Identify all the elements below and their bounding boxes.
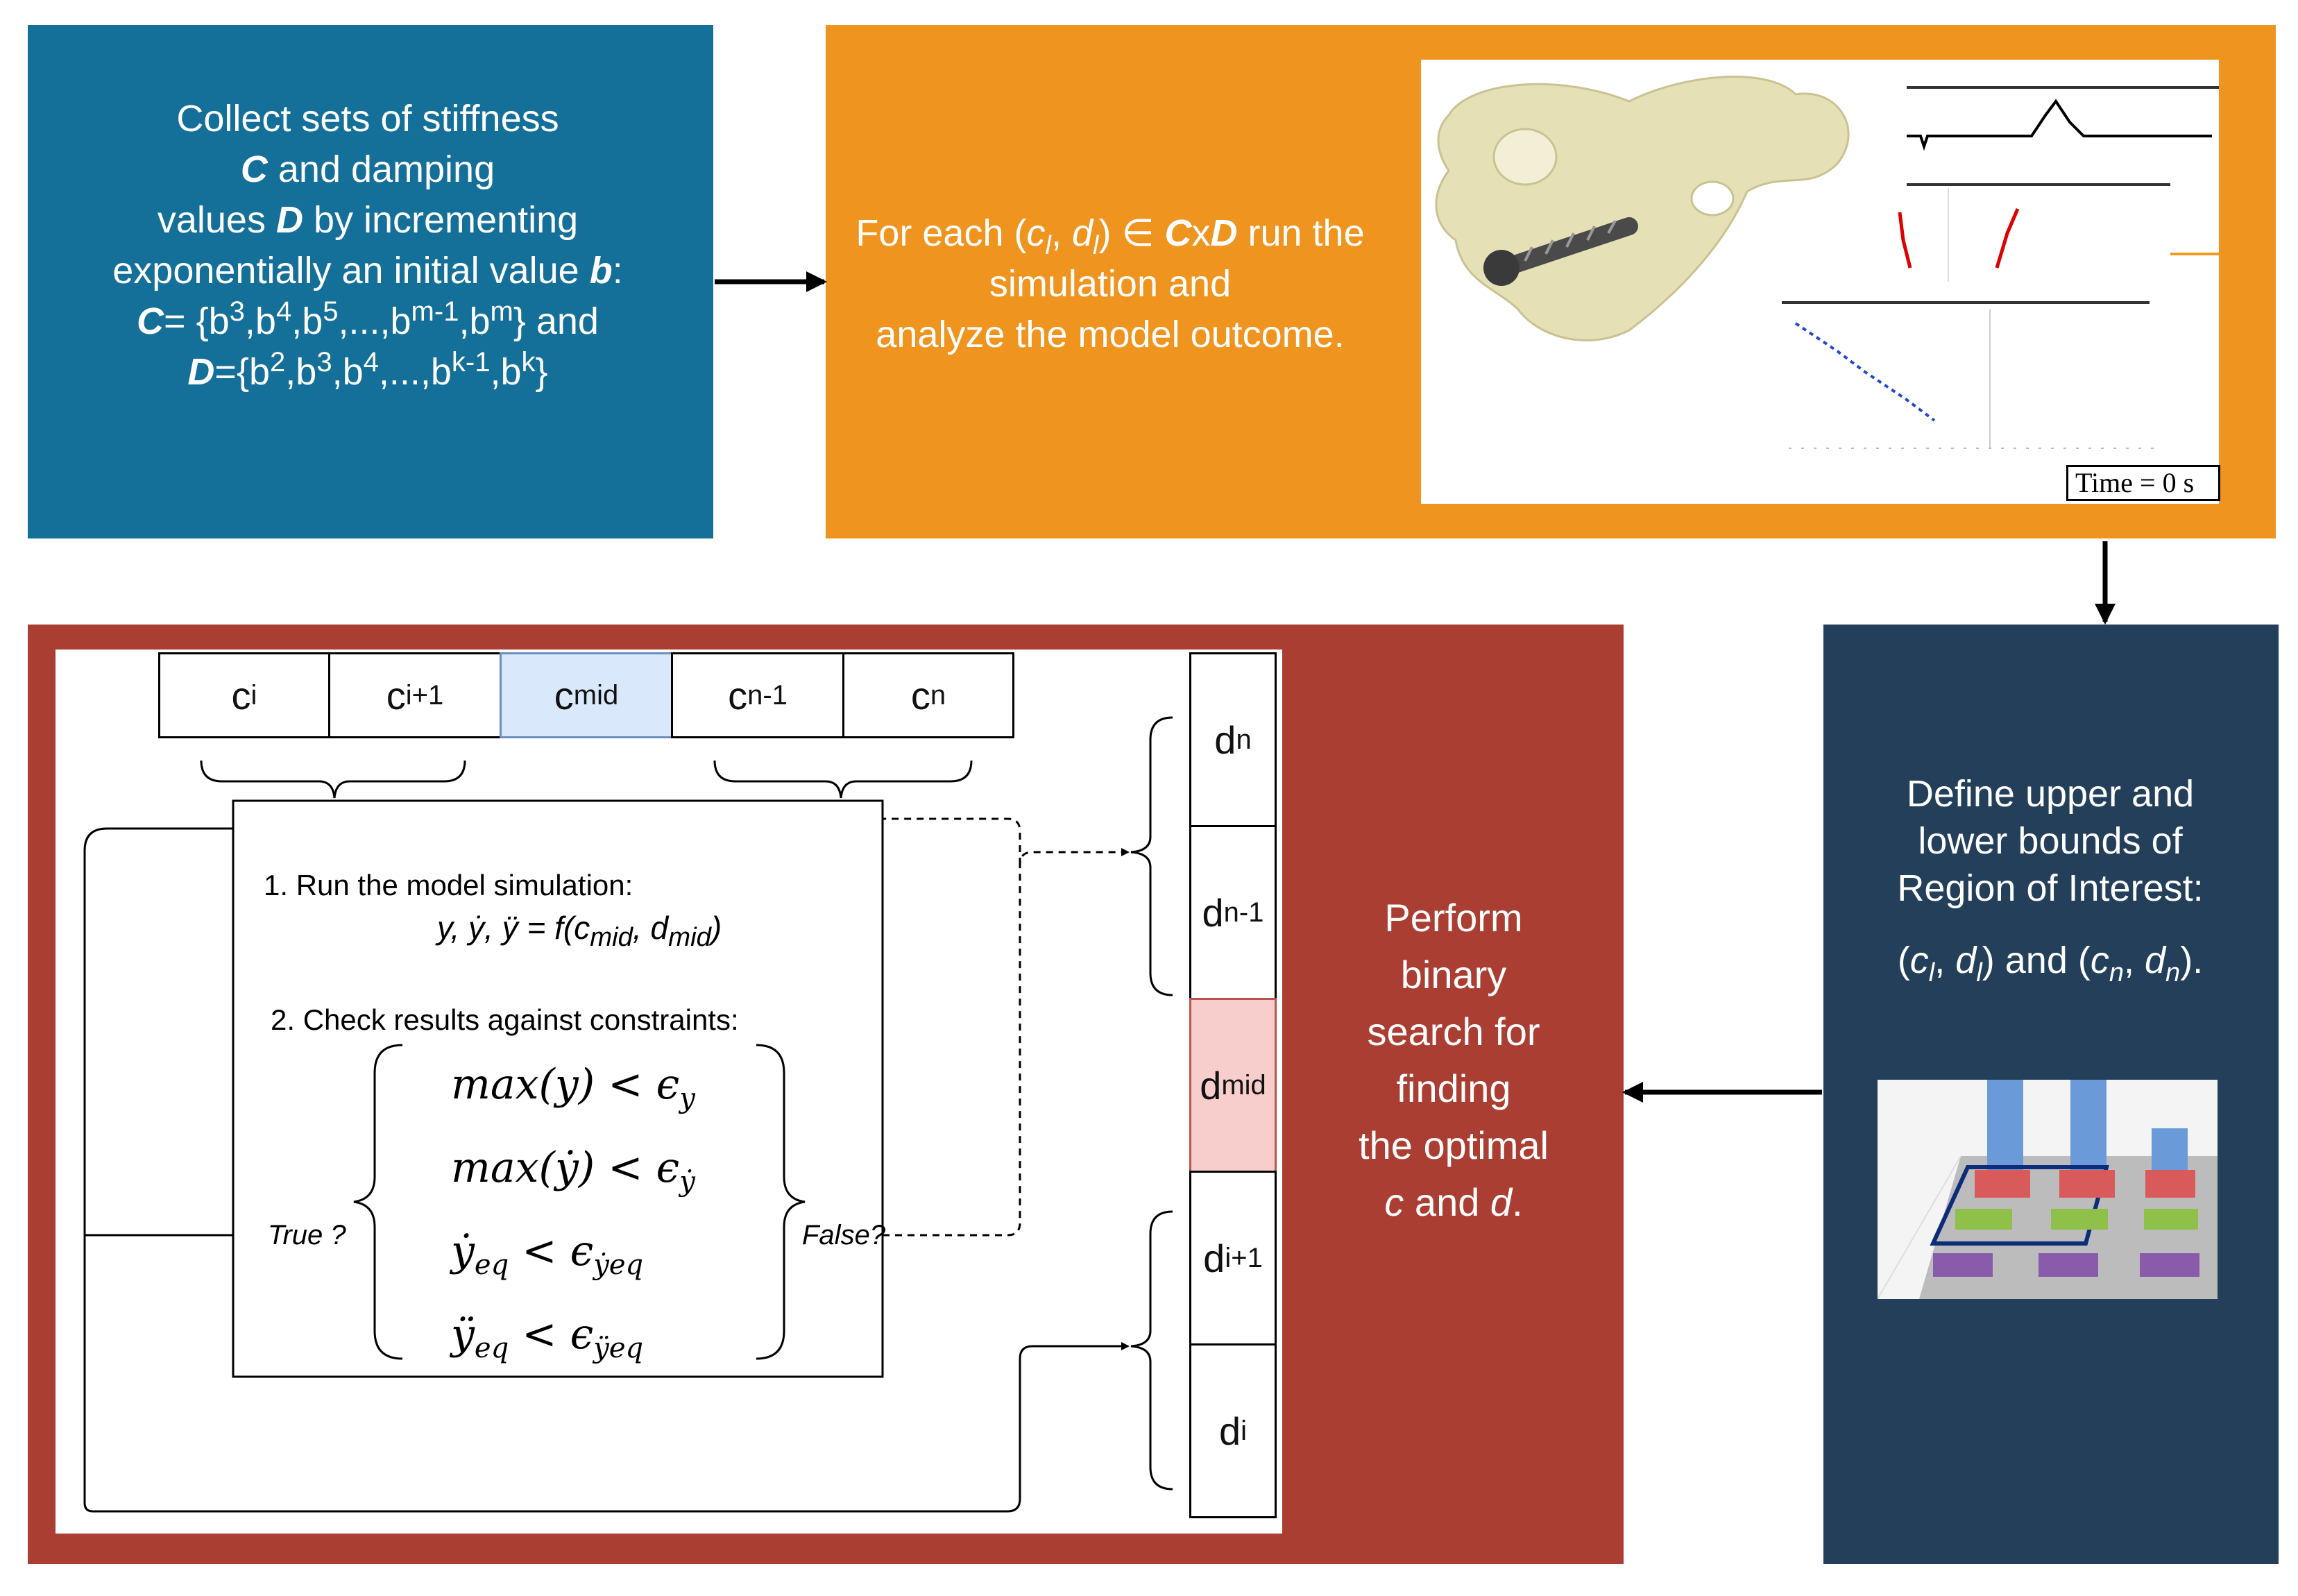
constraint-max-y: max(y) < ϵy <box>451 1060 695 1114</box>
step-2-label: 2. Check results against constraints: <box>271 1003 739 1036</box>
time-readout: Time = 0 s <box>2066 465 2220 501</box>
c-upper-brace <box>713 760 973 799</box>
procedure-box <box>232 799 884 1378</box>
constraints-left-brace <box>353 1044 403 1360</box>
constraint-yddot-eq: ÿeq < ϵÿeq <box>451 1310 644 1364</box>
false-to-d-line <box>883 848 1130 1237</box>
true-label: True ? <box>268 1220 346 1250</box>
region-of-interest-graphic <box>1877 1080 2218 1300</box>
collect-values-box <box>28 25 713 538</box>
collect-values-text: Collect sets of stiffness C and damping … <box>112 98 623 393</box>
false-label: False? <box>802 1220 886 1250</box>
step-1-label: 1. Run the model simulation: <box>264 869 633 901</box>
true-to-d-line <box>83 1235 1130 1513</box>
binary-search-text: Perform binary search for finding the op… <box>1359 896 1549 1224</box>
vertebra-and-plots-graphic <box>1435 76 2219 449</box>
constraint-ydot-eq: ẏeq < ϵẏeq <box>451 1227 644 1281</box>
false-to-c-line <box>837 802 1021 865</box>
constraint-max-ydot: max(ẏ) < ϵẏ <box>451 1144 695 1198</box>
c-lower-brace <box>200 760 466 799</box>
constraints-right-brace <box>756 1044 806 1360</box>
d-lower-brace <box>1130 1210 1173 1491</box>
step-1-equation: y, ẏ, ÿ = f(cmid, dmid) <box>437 910 722 953</box>
simulation-figure: Time = 0 s <box>1421 60 2220 504</box>
define-bounds-text: Define upper and lower bounds of Region … <box>1897 773 2204 987</box>
simulation-text: For each (cl, dl) ∈ CxD run the simulati… <box>856 212 1365 355</box>
d-upper-brace <box>1130 716 1173 996</box>
true-loop-line <box>83 802 339 1237</box>
connector-lines <box>83 716 1173 1513</box>
